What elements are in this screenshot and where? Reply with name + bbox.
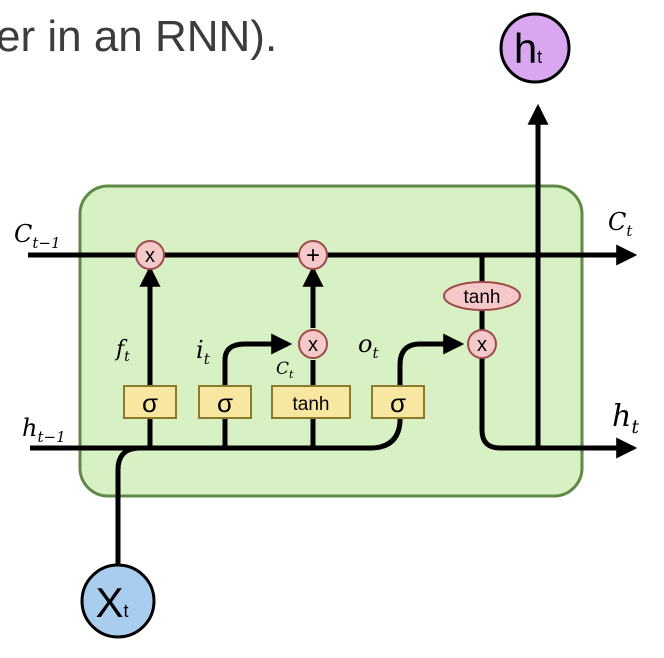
input-sigma-label: σ [217,388,233,418]
output-sigma-gate [371,385,425,419]
input-gate-path [222,333,293,448]
tanh-layer-gate [271,385,351,419]
input-sigma-gate [198,385,252,419]
output-node-label: ht [514,25,542,72]
input-node [80,563,156,639]
output-gate-path [397,333,465,405]
c-tilde-label: Ct [276,359,294,381]
forget-multiply-label: x [145,245,155,267]
c-prev-label: Ct−1 [14,220,61,252]
input-multiply-label: x [308,334,318,356]
tanh-op-label: tanh [464,287,501,308]
hidden-input-line [30,405,403,451]
tanh-op [443,281,521,311]
i-label: it [196,336,211,368]
forget-multiply-op [135,240,165,270]
page-heading: er in an RNN). [0,12,278,61]
c-next-label: Ct [608,208,633,240]
output-sigma-label: σ [390,388,406,418]
add-label: + [306,242,320,269]
input-multiply-op [298,329,328,359]
input-node-label: Xt [95,579,128,626]
h-next-label: ht [612,399,639,438]
forget-sigma-label: σ [142,388,158,418]
h-prev-label: ht−1 [22,414,66,446]
hidden-output-line [479,356,638,459]
forget-sigma-gate [123,385,177,419]
add-op [298,240,328,270]
output-node [499,12,571,84]
output-multiply-op [467,329,497,359]
output-multiply-label: x [477,334,487,356]
x-input-line [115,445,141,565]
o-label: ot [358,330,379,362]
tanh-layer-label: tanh [293,394,330,415]
